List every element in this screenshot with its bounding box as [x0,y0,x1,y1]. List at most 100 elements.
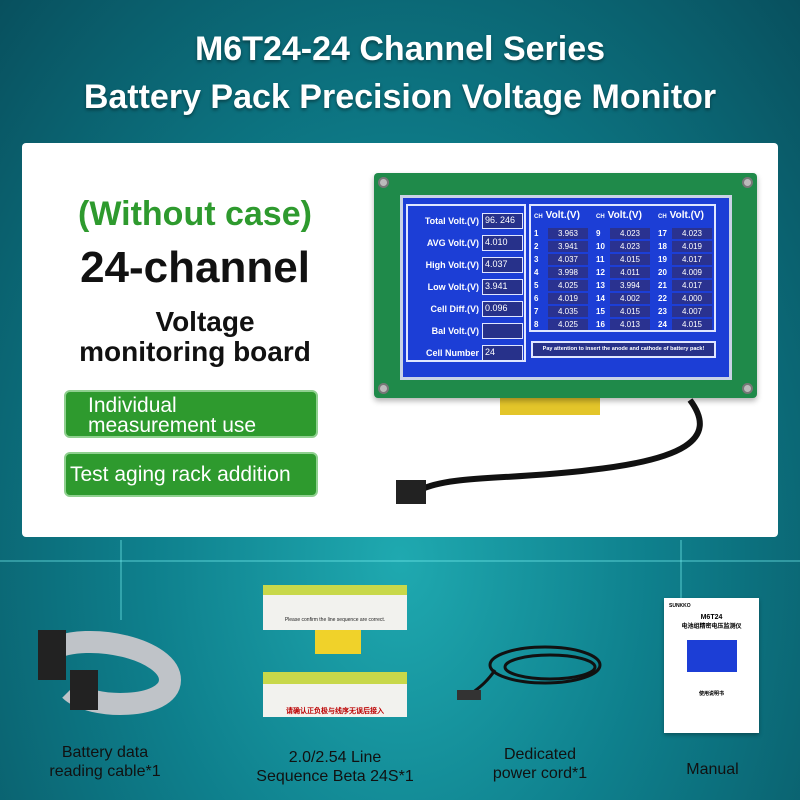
cell-channel: 14 [596,294,605,303]
cell-channel: 7 [534,307,539,316]
lcd-cell-row: 14 4.002 [596,293,650,304]
cell-voltage: 4.015 [672,319,712,330]
cell-channel: 12 [596,268,605,277]
cell-voltage: 4.017 [672,280,712,291]
cell-voltage: 4.015 [610,306,650,317]
cell-channel: 23 [658,307,667,316]
cell-channel: 3 [534,255,539,264]
summary-label: Low Volt.(V) [427,282,479,292]
cell-voltage: 4.025 [548,280,588,291]
without-case-label: (Without case) [78,195,312,233]
manual-image: SUNKKO M6T24 电池组精密电压监测仪 使用说明书 [664,598,759,733]
cell-channel: 5 [534,281,539,290]
cell-voltage: 4.019 [548,293,588,304]
summary-value [482,323,523,339]
cell-channel: 2 [534,242,539,251]
summary-value: 4.037 [482,257,523,273]
screw-icon [378,383,389,394]
cell-voltage: 4.023 [610,241,650,252]
lcd-summary-row: High Volt.(V)4.037 [410,256,524,274]
caption-manual: Manual [686,761,739,778]
screw-icon [378,177,389,188]
screw-icon [742,383,753,394]
lcd-cell-row: 16 4.013 [596,319,650,330]
summary-value: 24 [482,345,523,361]
title-line-2: Battery Pack Precision Voltage Monitor [83,78,717,116]
cell-channel: 10 [596,242,605,251]
summary-label: High Volt.(V) [425,260,479,270]
cell-channel: 4 [534,268,539,277]
cell-voltage: 4.023 [610,228,650,239]
cell-voltage: 4.015 [610,254,650,265]
cell-voltage: 4.002 [610,293,650,304]
summary-value: 96. 246 [482,213,523,229]
lcd-summary-row: Total Volt.(V)96. 246 [410,212,524,230]
summary-label: Cell Diff.(V) [430,304,480,314]
lcd-cell-row: 20 4.009 [658,267,712,278]
cell-channel: 1 [534,229,539,238]
lcd-cell-row: 22 4.000 [658,293,712,304]
cell-voltage: 3.998 [548,267,588,278]
cell-voltage: 3.963 [548,228,588,239]
summary-label: AVG Volt.(V) [426,238,479,248]
cell-voltage: 4.017 [672,254,712,265]
lcd-cell-row: 7 4.035 [534,306,588,317]
cell-voltage: 4.013 [610,319,650,330]
cell-voltage: 4.009 [672,267,712,278]
cell-voltage: 4.000 [672,293,712,304]
cell-channel: 13 [596,281,605,290]
cell-voltage: 4.025 [548,319,588,330]
lcd-cell-row: 13 3.994 [596,280,650,291]
feature-badge-aging-rack: Test aging rack addition [64,452,318,497]
cable-plug [396,480,426,504]
lcd-cell-row: 19 4.017 [658,254,712,265]
board-connector [500,395,600,415]
lcd-cell-row: 21 4.017 [658,280,712,291]
description-line-2: monitoring board [79,336,311,367]
cell-channel: 21 [658,281,667,290]
lcd-cell-row: 10 4.023 [596,241,650,252]
cell-voltage: 4.035 [548,306,588,317]
lcd-summary-row: Bal Volt.(V) [410,322,524,340]
adapter-board-connector [315,630,361,654]
cell-channel: 17 [658,229,667,238]
cell-channel: 22 [658,294,667,303]
cell-channel: 19 [658,255,667,264]
power-cord-image [457,645,602,700]
circuit-trace [120,540,122,620]
cell-voltage: 4.023 [672,228,712,239]
lcd-summary-row: AVG Volt.(V)4.010 [410,234,524,252]
adapter-board-bottom: 请确认正负极与线序无误后接入 [263,672,407,717]
circuit-trace [0,560,800,562]
description-line-1: Voltage [155,306,255,337]
summary-value: 3.941 [482,279,523,295]
lcd-cell-row: 1 3.963 [534,228,588,239]
cell-voltage: 3.994 [610,280,650,291]
lcd-cell-row: 5 4.025 [534,280,588,291]
title-line-1: M6T24-24 Channel Series [194,30,606,68]
screw-icon [742,177,753,188]
cell-channel: 6 [534,294,539,303]
cell-channel: 20 [658,268,667,277]
lcd-cell-row: 15 4.015 [596,306,650,317]
cell-channel: 16 [596,320,605,329]
cell-channel: 15 [596,307,605,316]
lcd-cell-row: 6 4.019 [534,293,588,304]
lcd-cell-row: 17 4.023 [658,228,712,239]
circuit-trace [680,540,682,600]
